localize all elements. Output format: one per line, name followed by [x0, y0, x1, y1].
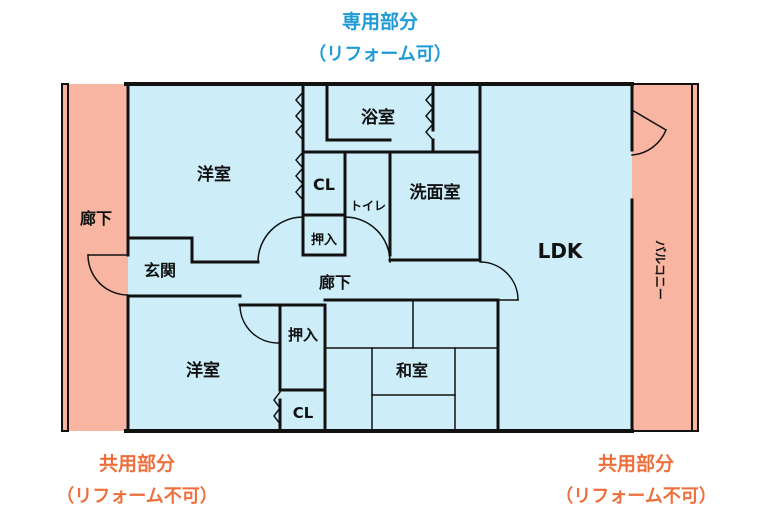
balcony-label: バルコニー [653, 240, 667, 300]
entrance-label: 玄関 [144, 261, 176, 280]
interior-walls [126, 82, 500, 433]
common-right-caption-note: （リフォーム不可） [555, 486, 716, 507]
outer-hallway-border [61, 83, 69, 432]
private-area [128, 84, 632, 431]
swing-doors [239, 216, 519, 344]
closet-bottom-label: CL [293, 404, 314, 422]
private-caption-note: （リフォーム可） [308, 44, 451, 65]
balcony-door [630, 108, 668, 156]
storage-top-label: 押入 [311, 232, 337, 248]
common-right-caption-title: 共用部分 [598, 452, 674, 475]
ldk-label: LDK [538, 239, 584, 263]
japanese-room-label: 和室 [396, 361, 428, 380]
balcony-area [632, 84, 698, 431]
washroom-label: 洗面室 [410, 182, 461, 203]
toilet-label: トイレ [350, 199, 386, 213]
exterior-walls [124, 82, 634, 433]
bathroom-label: 浴室 [361, 107, 395, 128]
inner-hallway-label: 廊下 [319, 273, 351, 292]
western-room-bottom-label: 洋室 [186, 360, 220, 381]
common-left-caption-title: 共用部分 [99, 452, 175, 475]
outer-hallway-area [62, 84, 128, 431]
outer-hallway-label: 廊下 [80, 209, 112, 228]
common-left-caption-note: （リフォーム不可） [56, 486, 217, 507]
entrance-door [87, 254, 129, 296]
western-room-top-label: 洋室 [197, 164, 231, 185]
folding-doors [273, 90, 435, 426]
balcony-border [631, 83, 699, 432]
private-caption-title: 専用部分 [342, 10, 418, 33]
storage-bottom-label: 押入 [288, 326, 318, 344]
closet-top-label: CL [313, 175, 335, 194]
